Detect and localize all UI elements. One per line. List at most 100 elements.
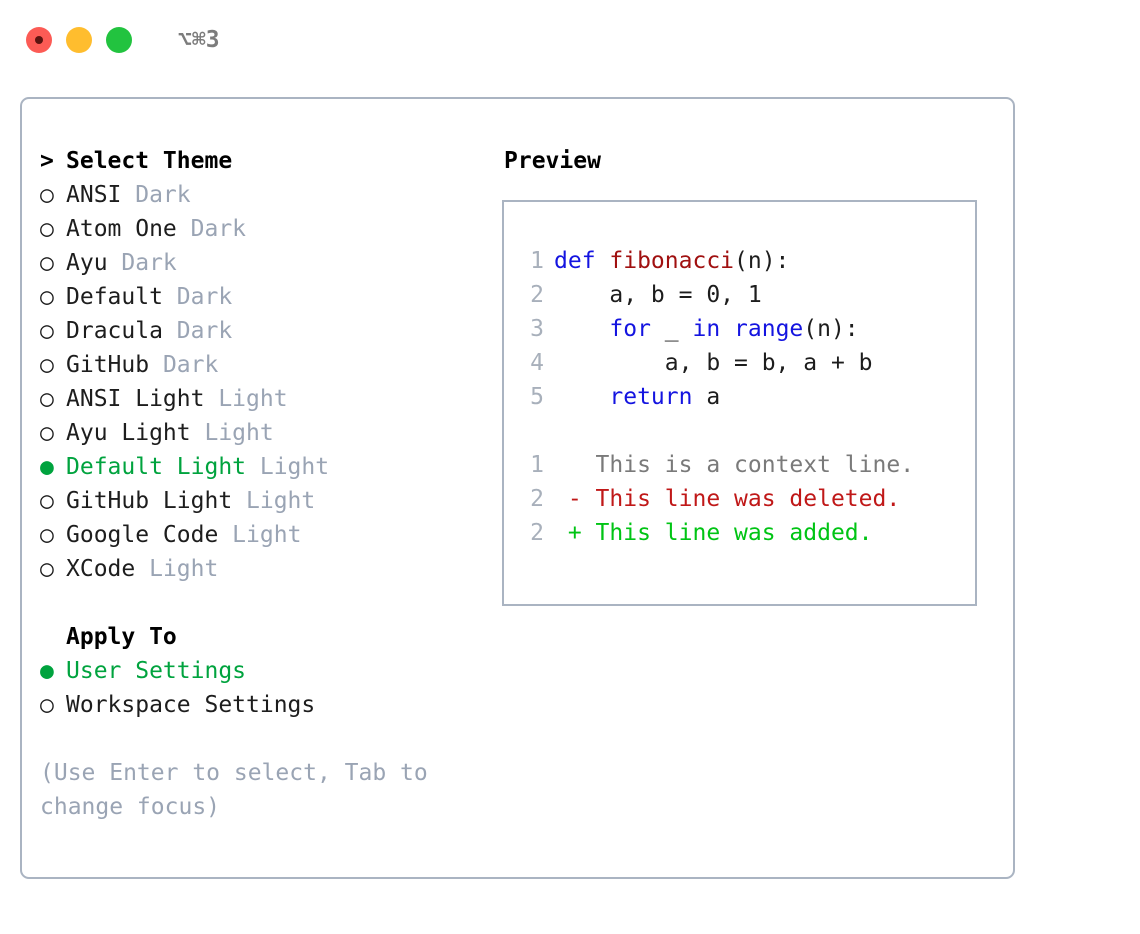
theme-option-label: GitHub bbox=[66, 352, 150, 378]
theme-option-row[interactable]: ● Default Light Light bbox=[40, 450, 502, 484]
theme-option-row[interactable]: ○ ANSI Light Light bbox=[40, 382, 502, 416]
diff-line-number: 2 bbox=[530, 486, 544, 512]
theme-picker-panel: > Select Theme ○ ANSI Dark ○ Atom One Dark ○ A… bbox=[20, 97, 1015, 879]
code-line-number: 3 bbox=[530, 316, 544, 342]
theme-option-label: Ayu bbox=[66, 250, 108, 276]
radio-unselected-icon[interactable]: ○ bbox=[40, 250, 54, 276]
apply-to-option-label: User Settings bbox=[66, 658, 247, 684]
theme-option-row[interactable]: ○Default Dark bbox=[40, 280, 502, 314]
theme-option-label: ANSI bbox=[66, 182, 122, 208]
apply-to-heading-label: Apply To bbox=[66, 624, 177, 650]
close-button-icon[interactable] bbox=[26, 27, 52, 53]
theme-option-label: ANSI Light bbox=[66, 386, 205, 412]
theme-option-label: Ayu Light bbox=[66, 420, 191, 446]
maximize-button-icon[interactable] bbox=[106, 27, 132, 53]
theme-option-row[interactable]: ○ Atom One Dark bbox=[40, 212, 502, 246]
code-line: 2 a, b = 0, 1 bbox=[504, 278, 975, 312]
theme-option-label: XCode bbox=[66, 556, 136, 582]
apply-to-option-list: ● User Settings ○ Workspace Settings bbox=[40, 654, 502, 722]
theme-option-row[interactable]: ○ Google Code Light bbox=[40, 518, 502, 552]
code-token: for bbox=[609, 316, 651, 342]
radio-unselected-icon[interactable]: ○ bbox=[40, 352, 54, 378]
theme-option-row[interactable]: ○ ANSI Dark bbox=[40, 178, 502, 212]
code-token: a bbox=[692, 384, 721, 410]
radio-unselected-icon[interactable]: ○ bbox=[40, 522, 54, 548]
diff-text: This line was added. bbox=[581, 520, 873, 546]
minimize-button-icon[interactable] bbox=[66, 27, 92, 53]
code-line-number: 4 bbox=[530, 350, 544, 376]
radio-selected-icon[interactable]: ● bbox=[40, 454, 54, 480]
select-theme-heading-label: Select Theme bbox=[66, 148, 233, 174]
diff-line-number: 2 bbox=[530, 520, 544, 546]
preview-title: Preview bbox=[504, 148, 601, 174]
code-line: 1 def fibonacci(n): bbox=[504, 244, 975, 278]
radio-selected-icon[interactable]: ● bbox=[40, 658, 54, 684]
diff-sample: 1 This is a context line. 2 - This line w… bbox=[504, 448, 975, 550]
theme-option-variant: Light bbox=[204, 386, 288, 412]
radio-unselected-icon[interactable]: ○ bbox=[40, 182, 54, 208]
code-token: def bbox=[554, 248, 610, 274]
code-line-number: 5 bbox=[530, 384, 544, 410]
apply-to-option-label: Workspace Settings bbox=[66, 692, 316, 718]
theme-option-row[interactable]: ○ GitHub Light Light bbox=[40, 484, 502, 518]
code-token: a, b = 0, 1 bbox=[554, 282, 762, 308]
list-spacer bbox=[40, 586, 502, 620]
keyboard-shortcut-label: ⌥⌘3 bbox=[178, 27, 220, 53]
diff-text: This line was deleted. bbox=[581, 486, 901, 512]
theme-option-label: Atom One bbox=[66, 216, 177, 242]
theme-option-variant: Light bbox=[218, 522, 302, 548]
code-line-number: 1 bbox=[530, 248, 544, 274]
theme-option-variant: Dark bbox=[121, 182, 191, 208]
theme-option-label: Dracula bbox=[66, 318, 163, 344]
code-token: return bbox=[609, 384, 693, 410]
radio-unselected-icon[interactable]: ○ bbox=[40, 216, 54, 242]
diff-sign: - bbox=[554, 486, 582, 512]
code-line-number: 2 bbox=[530, 282, 544, 308]
theme-option-label: Default bbox=[66, 284, 163, 310]
radio-unselected-icon[interactable]: ○ bbox=[40, 318, 54, 344]
code-token: a, b = b, a + b bbox=[554, 350, 873, 376]
theme-option-row[interactable]: ○Ayu Dark bbox=[40, 246, 502, 280]
heading-caret-icon: > bbox=[40, 148, 54, 174]
code-line: 4 a, b = b, a + b bbox=[504, 346, 975, 380]
theme-option-variant: Light bbox=[246, 454, 330, 480]
code-token bbox=[554, 384, 609, 410]
apply-to-heading: Apply To bbox=[40, 620, 502, 654]
theme-option-row[interactable]: ○GitHub Dark bbox=[40, 348, 502, 382]
theme-option-label: GitHub Light bbox=[66, 488, 233, 514]
theme-option-list: ○ ANSI Dark ○ Atom One Dark ○ Ayu Dark ○ Defaul… bbox=[40, 178, 502, 586]
theme-option-label: Google Code bbox=[66, 522, 219, 548]
radio-unselected-icon[interactable]: ○ bbox=[40, 420, 54, 446]
radio-unselected-icon[interactable]: ○ bbox=[40, 556, 54, 582]
radio-unselected-icon[interactable]: ○ bbox=[40, 692, 54, 718]
code-token: _ bbox=[650, 316, 693, 342]
code-line: 5 return a bbox=[504, 380, 975, 414]
apply-to-option-row[interactable]: ○ Workspace Settings bbox=[40, 688, 502, 722]
diff-line: 2 + This line was added. bbox=[504, 516, 975, 550]
theme-option-label: Default Light bbox=[66, 454, 247, 480]
theme-option-row[interactable]: ○ Ayu Light Light bbox=[40, 416, 502, 450]
theme-option-variant: Light bbox=[232, 488, 316, 514]
code-token bbox=[554, 316, 609, 342]
theme-option-row[interactable]: ○ Dracula Dark bbox=[40, 314, 502, 348]
diff-line: 1 This is a context line. bbox=[504, 448, 975, 482]
diff-sign: + bbox=[554, 520, 582, 546]
theme-option-variant: Dark bbox=[176, 216, 247, 242]
diff-sign bbox=[554, 452, 582, 478]
radio-unselected-icon[interactable]: ○ bbox=[40, 284, 54, 310]
apply-to-option-row[interactable]: ● User Settings bbox=[40, 654, 502, 688]
radio-unselected-icon[interactable]: ○ bbox=[40, 386, 54, 412]
code-token: fibonacci bbox=[609, 248, 735, 274]
apply-to-heading-indent bbox=[40, 620, 66, 654]
code-token: (n): bbox=[734, 248, 790, 274]
theme-option-row[interactable]: ○XCode Light bbox=[40, 552, 502, 586]
code-token: in range bbox=[692, 316, 804, 342]
radio-unselected-icon[interactable]: ○ bbox=[40, 488, 54, 514]
select-theme-heading: > Select Theme bbox=[40, 144, 502, 178]
theme-option-variant: Light bbox=[190, 420, 274, 446]
code-token: (n): bbox=[803, 316, 859, 342]
theme-option-variant: Dark bbox=[162, 318, 233, 344]
